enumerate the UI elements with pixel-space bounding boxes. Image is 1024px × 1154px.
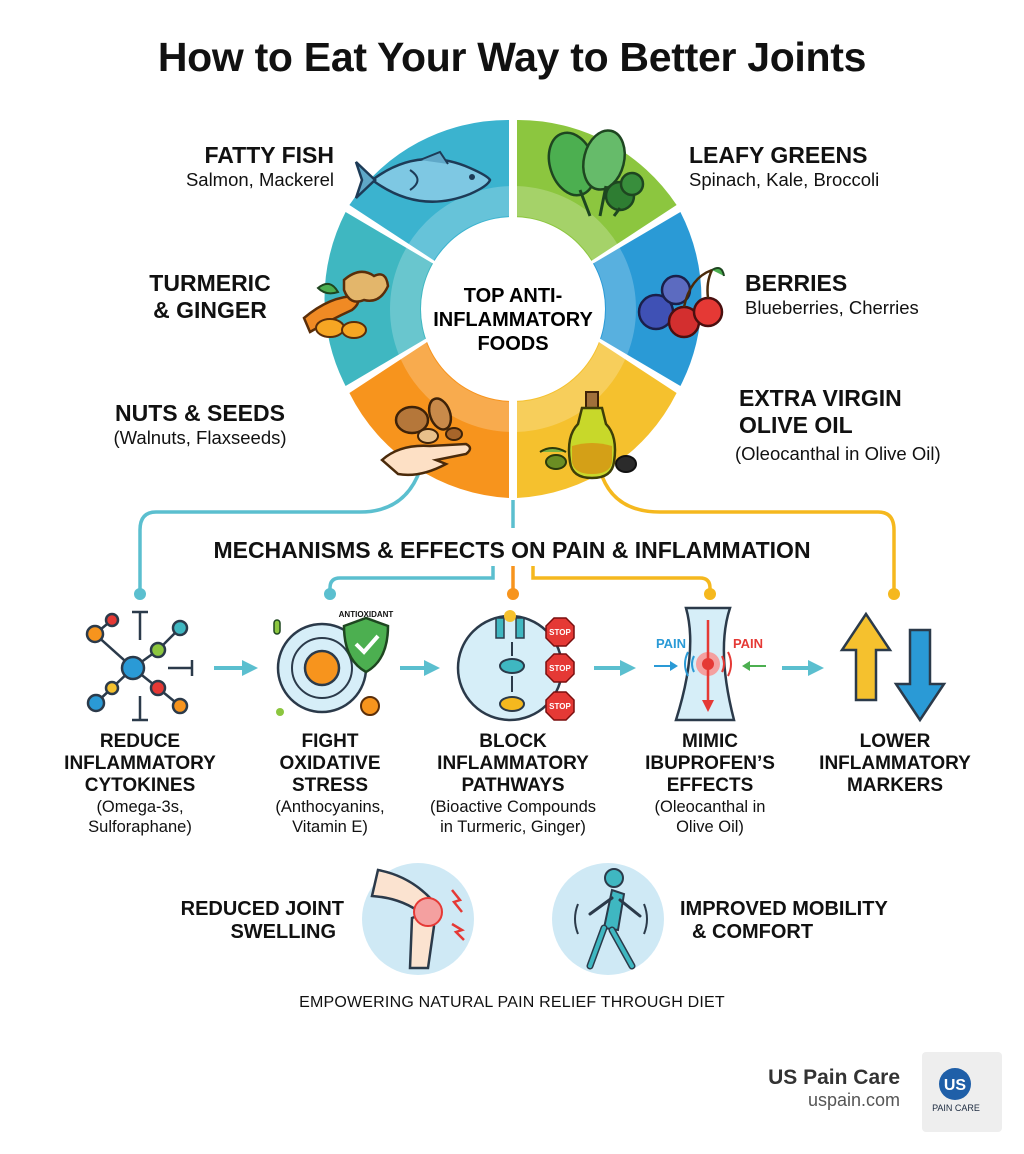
mechanism-title-line: IBUPROFEN’S: [645, 753, 775, 774]
page-title: How to Eat Your Way to Better Joints: [157, 34, 867, 80]
brand-logo: US PAIN CARE: [922, 1052, 1002, 1132]
mechanism-title-line: STRESS: [291, 775, 369, 796]
food-name: BERRIES: [745, 270, 848, 296]
mechanism-desc-line: in Turmeric, Ginger): [440, 818, 586, 836]
mechanism-desc-line: Vitamin E): [292, 818, 368, 836]
mechanism-desc-line: (Anthocyanins,: [275, 798, 385, 816]
food-olive-oil: EXTRA VIRGIN OLIVE OIL (Oleocanthal in O…: [735, 385, 1015, 465]
mechanism-title-line: FIGHT: [301, 731, 359, 752]
mechanism-title-line: LOWER: [859, 731, 931, 752]
mechanism-title-line: BLOCK: [479, 731, 547, 752]
brand-block: US Pain Care uspain.com: [768, 1066, 900, 1111]
segment-turmeric: [324, 212, 442, 386]
food-leafy-greens: LEAFY GREENS Spinach, Kale, Broccoli: [689, 142, 1009, 191]
mechanism-title-line: CYTOKINES: [84, 775, 196, 796]
food-name-line-1: EXTRA VIRGIN: [739, 385, 902, 411]
brand-name: US Pain Care: [768, 1066, 900, 1089]
effect-improved-mobility: IMPROVED MOBILITY & COMFORT: [680, 898, 920, 944]
effect-line: REDUCED JOINT: [180, 898, 344, 920]
food-name-line-2: OLIVE OIL: [739, 412, 853, 438]
logo-initials: US: [944, 1077, 967, 1094]
mechanism-desc-line: (Bioactive Compounds: [430, 798, 596, 816]
logo-text: PAIN CARE: [932, 1103, 980, 1113]
food-fatty-fish: FATTY FISH Salmon, Mackerel: [34, 142, 334, 191]
center-label-line-3: FOODS: [477, 333, 548, 355]
mechanism-title-line: OXIDATIVE: [279, 753, 381, 774]
olive-oil-icon: [539, 391, 637, 480]
stop-sign-2: STOP: [545, 653, 575, 683]
segment-berries: [584, 212, 702, 386]
wheel-center: [421, 217, 605, 401]
svg-text:STOP: STOP: [549, 664, 571, 673]
knee-joint-icon: [362, 863, 474, 975]
effect-reduced-swelling: REDUCED JOINT SWELLING: [124, 898, 344, 944]
food-name-line-2: & GINGER: [153, 297, 267, 323]
mechanism-title-line: EFFECTS: [666, 775, 754, 796]
effect-line: IMPROVED MOBILITY: [680, 898, 888, 920]
food-examples: Salmon, Mackerel: [185, 169, 334, 190]
food-berries: BERRIES Blueberries, Cherries: [745, 270, 1015, 319]
mechanism-oxidative-stress: FIGHT OXIDATIVE STRESS (Anthocyanins, Vi…: [250, 731, 410, 837]
mechanism-title-line: INFLAMMATORY: [819, 753, 971, 774]
pain-label-right: PAIN: [733, 636, 763, 651]
svg-text:STOP: STOP: [549, 628, 571, 637]
walking-person-icon: [552, 863, 664, 975]
pain-nerve-icon: PAIN PAIN: [654, 606, 766, 722]
mechanism-desc-line: Sulforaphane): [88, 818, 192, 836]
effect-line: SWELLING: [230, 921, 336, 943]
pathway-stop-icon: STOP STOP STOP: [456, 610, 575, 722]
antioxidant-cell-icon: ANTIOXIDANT: [273, 610, 394, 716]
mechanism-title-line: INFLAMMATORY: [437, 753, 589, 774]
food-examples: Spinach, Kale, Broccoli: [689, 169, 880, 190]
mechanism-cytokines: REDUCE INFLAMMATORY CYTOKINES (Omega-3s,…: [55, 731, 225, 837]
berries-icon: [637, 267, 725, 339]
mechanism-pathways: BLOCK INFLAMMATORY PATHWAYS (Bioactive C…: [418, 731, 608, 837]
mechanism-title-line: PATHWAYS: [461, 775, 565, 796]
stop-sign-1: STOP: [545, 617, 575, 647]
food-name-line-1: TURMERIC: [149, 270, 271, 296]
connector-lines: [134, 469, 900, 600]
fish-icon: [354, 150, 492, 203]
food-nuts-seeds: NUTS & SEEDS (Walnuts, Flaxseeds): [90, 400, 310, 449]
mechanism-title-line: INFLAMMATORY: [64, 753, 216, 774]
mechanism-markers: LOWER INFLAMMATORY MARKERS: [810, 731, 980, 797]
mechanism-title-line: MIMIC: [682, 731, 738, 752]
mechanisms-title: MECHANISMS & EFFECTS ON PAIN & INFLAMMAT…: [213, 537, 811, 563]
food-turmeric-ginger: TURMERIC & GINGER: [140, 270, 280, 324]
center-label-line-1: TOP ANTI-: [464, 285, 563, 307]
nuts-hand-icon: [380, 397, 472, 477]
food-examples: Blueberries, Cherries: [745, 297, 919, 318]
tagline: EMPOWERING NATURAL PAIN RELIEF THROUGH D…: [299, 994, 725, 1011]
antioxidant-label: ANTIOXIDANT: [339, 610, 394, 619]
up-down-arrows-icon: [839, 611, 947, 723]
flow-arrows: [214, 660, 824, 676]
mechanism-title-line: REDUCE: [99, 731, 181, 752]
turmeric-ginger-icon: [302, 270, 390, 339]
mechanism-desc-line: Olive Oil): [676, 818, 744, 836]
food-examples: (Oleocanthal in Olive Oil): [735, 443, 941, 464]
cytokine-molecule-icon: [85, 610, 194, 722]
pain-label-left: PAIN: [656, 636, 686, 651]
food-name: LEAFY GREENS: [689, 142, 868, 168]
greens-icon: [547, 129, 645, 217]
food-examples: (Walnuts, Flaxseeds): [113, 427, 287, 448]
mechanism-title-line: MARKERS: [846, 775, 944, 796]
mechanism-desc-line: (Omega-3s,: [96, 798, 184, 816]
stop-sign-3: STOP: [545, 691, 575, 721]
food-name: FATTY FISH: [204, 142, 335, 168]
center-label-line-2: INFLAMMATORY: [433, 309, 593, 331]
food-name: NUTS & SEEDS: [115, 400, 285, 426]
mechanism-ibuprofen: MIMIC IBUPROFEN’S EFFECTS (Oleocanthal i…: [630, 731, 790, 837]
svg-text:STOP: STOP: [549, 702, 571, 711]
brand-url: uspain.com: [807, 1090, 900, 1110]
mechanism-desc-line: (Oleocanthal in: [654, 798, 766, 816]
effect-line: & COMFORT: [692, 921, 814, 943]
